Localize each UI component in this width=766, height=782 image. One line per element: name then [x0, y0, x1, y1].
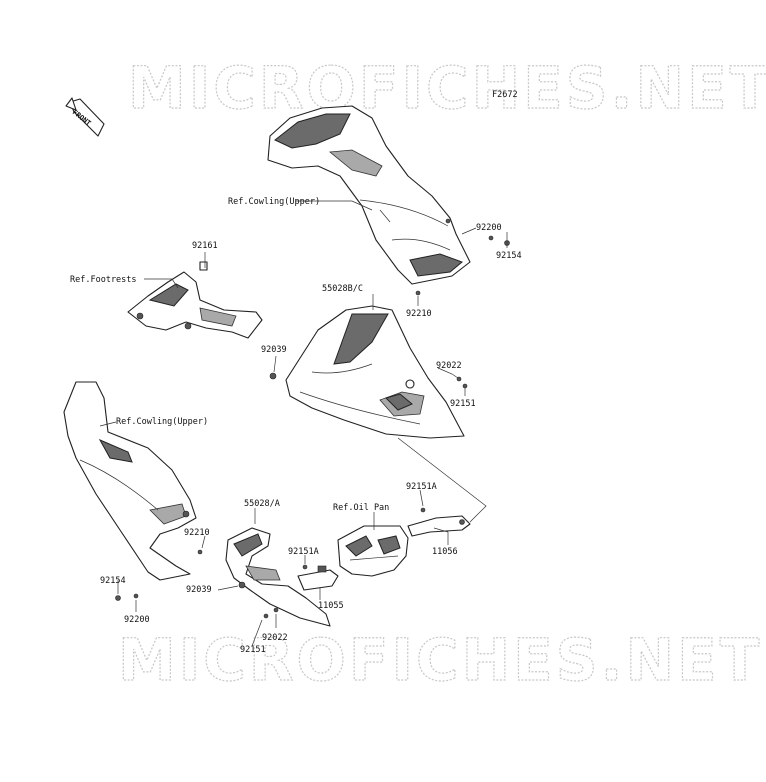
callout-92210-left: 92210: [184, 528, 210, 538]
callout-55028b-c: 55028B/C: [322, 284, 363, 294]
callout-92151-top: 92151: [450, 399, 476, 409]
lower-fairing-right: [285, 305, 465, 439]
callout-ref-footrests: Ref.Footrests: [70, 275, 137, 285]
cowling-upper-left: [63, 381, 197, 581]
grommet-92200-top: [488, 235, 494, 241]
callout-11055: 11055: [318, 601, 344, 611]
cowling-upper-right: [267, 105, 471, 285]
nut-92039-top: [269, 372, 277, 380]
oil-pan: [337, 525, 409, 577]
front-arrow-icon: FRONT: [65, 97, 105, 137]
watermark-bottom: MICROFICHES.NET: [118, 626, 762, 694]
callout-92151a-right: 92151A: [406, 482, 437, 492]
callout-92039-bottom: 92039: [186, 585, 212, 595]
figure-code: F2672: [492, 90, 518, 100]
callout-92210-top: 92210: [406, 309, 432, 319]
callout-labels: Ref.Cowling(Upper) Ref.Footrests 92161 9…: [70, 197, 522, 655]
collar-92210-left: [197, 549, 203, 555]
washer-92022-bottom: [273, 607, 279, 613]
callout-ref-oil-pan: Ref.Oil Pan: [333, 503, 389, 513]
callout-92022-top: 92022: [436, 361, 462, 371]
inner-fairing-lower: [225, 527, 331, 627]
callout-92200-left: 92200: [124, 615, 150, 625]
callout-92200-top: 92200: [476, 223, 502, 233]
callout-92154-left: 92154: [100, 576, 126, 586]
callout-55028-a: 55028/A: [244, 499, 280, 509]
callout-92022-bottom: 92022: [262, 633, 288, 643]
bolt-92151a-right: [420, 507, 426, 513]
grommet-92200-left: [133, 593, 139, 599]
callout-92151a-mid: 92151A: [288, 547, 319, 557]
callout-92161: 92161: [192, 241, 218, 251]
callout-ref-cowling-upper-top: Ref.Cowling(Upper): [228, 197, 320, 207]
footrest-bracket: [127, 261, 263, 339]
bracket-11055: [297, 565, 339, 591]
collar-92210-top: [415, 290, 421, 296]
bolt-92151-bottom: [263, 613, 269, 619]
bolt-92151-top: [462, 383, 468, 389]
callout-ref-cowling-upper-left: Ref.Cowling(Upper): [116, 417, 208, 427]
callout-92151-bottom: 92151: [240, 645, 266, 655]
bolt-92154-left: [115, 595, 121, 601]
callout-92154-top: 92154: [496, 251, 522, 261]
watermark-top: MICROFICHES.NET: [128, 54, 766, 122]
callout-11056: 11056: [432, 547, 458, 557]
bolt-92151a-mid: [302, 564, 308, 570]
bracket-11056: [407, 515, 471, 537]
callout-92039-top: 92039: [261, 345, 287, 355]
leader-lines: [99, 200, 508, 647]
